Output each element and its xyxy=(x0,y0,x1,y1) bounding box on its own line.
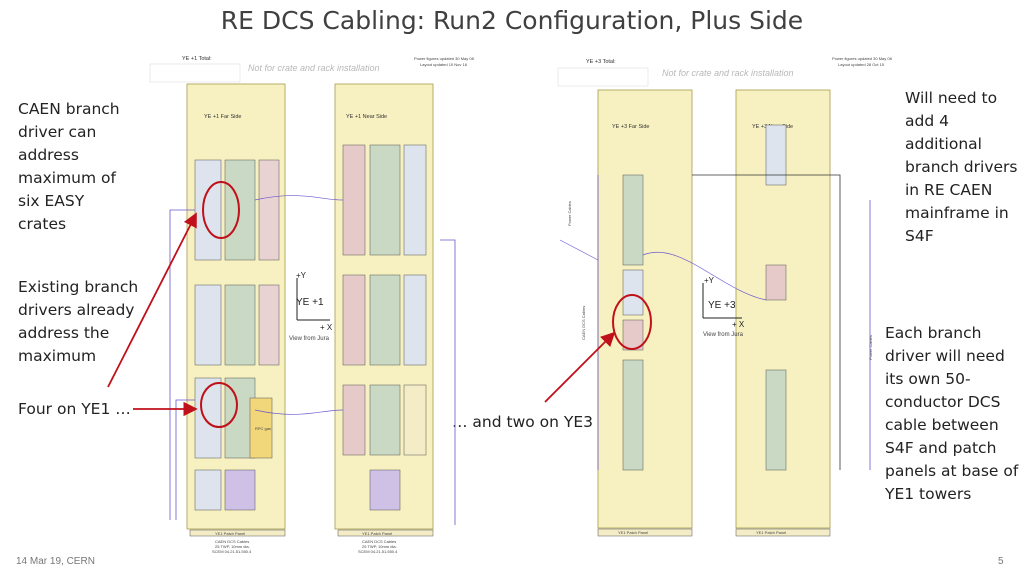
ye3-power-cables-right: Power Cables xyxy=(868,335,873,360)
ye1-near-crate-5 xyxy=(369,274,401,366)
arrow-two-on-ye3 xyxy=(544,331,616,403)
ye3-patch-left-label: YE1 Patch Panel xyxy=(618,530,648,535)
slide-title: RE DCS Cabling: Run2 Configuration, Plus… xyxy=(220,6,804,35)
ye1-rpc-gas-box xyxy=(249,397,273,459)
ye1-near-crate-9 xyxy=(403,384,427,456)
ye1-cable-right-3: SCEM 04.21.51.550.4 xyxy=(358,549,398,554)
ye1-tower-label: YE +1 xyxy=(296,297,324,308)
ye3-patch-panel-right xyxy=(735,528,831,537)
ye1-near-crate-3 xyxy=(403,144,427,256)
ye1-patch-panel-left xyxy=(189,529,286,537)
ye3-patch-right-label: YE1 Patch Panel xyxy=(756,530,786,535)
ye1-lower-highlight xyxy=(200,382,238,428)
ye1-far-crate-7 xyxy=(194,377,222,459)
ye3-cable-3 xyxy=(642,251,767,301)
ye1-layout-note: Layout updated 10 Nov 16 xyxy=(420,62,468,67)
ye1-near-crate-10 xyxy=(369,469,401,511)
ye1-view-label: View from Jura xyxy=(289,336,330,342)
ye1-patch-right-label: YE1 Patch Panel xyxy=(362,531,392,536)
ye3-axis-x-label: + X xyxy=(732,320,745,329)
caen-branch-note: CAEN branch driver can address maximum o… xyxy=(18,100,120,233)
ye3-cable-2 xyxy=(692,174,841,470)
ye1-near-side-label: YE +1 Near Side xyxy=(346,114,387,120)
ye1-not-for-crate: Not for crate and rack installation xyxy=(248,63,380,73)
ye3-total-label: YE +3 Total: xyxy=(586,59,616,65)
four-on-ye1-note: Four on YE1 … xyxy=(18,400,131,418)
two-on-ye3-note: … and two on YE3 xyxy=(452,413,594,431)
ye3-power-note: Power figures updated 30 May 08 xyxy=(832,56,893,61)
ye1-total-table xyxy=(149,63,241,83)
ye1-near-crate-2 xyxy=(369,144,401,256)
ye1-cable-left-2: 25 TWP, 10mm dia. xyxy=(215,544,250,549)
ye3-far-crate-4 xyxy=(622,359,644,471)
ye1-near-crate-4 xyxy=(342,274,366,366)
ye1-patch-left-label: YE1 Patch Panel xyxy=(215,531,245,536)
ye3-highlight xyxy=(612,294,652,350)
ye3-far-side-rack xyxy=(597,89,693,529)
ye3-near-crate-3 xyxy=(765,369,787,471)
ye3-far-crate-2 xyxy=(622,269,644,316)
ye1-diagram: YE +1 Total: Not for crate and rack inst… xyxy=(149,56,475,554)
ye1-cable-4 xyxy=(254,409,344,415)
arrow-existing-to-ye1 xyxy=(107,212,197,388)
ye3-near-crate-1 xyxy=(765,124,787,186)
page-number: 5 xyxy=(998,556,1004,567)
ye1-cable-1 xyxy=(169,209,195,520)
ye3-diagram: YE +3 Total: Not for crate and rack inst… xyxy=(557,56,893,537)
ye1-far-crate-6 xyxy=(258,284,280,366)
ye1-far-crate-3 xyxy=(258,159,280,261)
ye1-rpc-gas: RPC gas xyxy=(255,426,271,431)
ye1-far-crate-9 xyxy=(194,469,222,511)
ye1-upper-highlight xyxy=(202,181,240,239)
ye1-cable-3 xyxy=(254,195,344,201)
ye3-power-cables-left: Power Cables xyxy=(567,201,572,226)
ye3-patch-panel-left xyxy=(597,528,693,537)
ye3-cable-5 xyxy=(559,239,599,261)
ye1-total-label: YE +1 Total: xyxy=(182,56,212,62)
ye1-cable-left: CAEN DCS Cables xyxy=(215,539,249,544)
ye1-far-crate-5 xyxy=(224,284,256,366)
ye3-layout-note: Layout updated 28 Oct 15 xyxy=(838,62,885,67)
ye1-power-note: Power figures updated 30 May 08 xyxy=(414,56,475,61)
ye3-total-table xyxy=(557,67,649,87)
ye1-far-crate-4 xyxy=(194,284,222,366)
ye1-cable-2 xyxy=(175,399,195,520)
ye1-near-crate-7 xyxy=(342,384,366,456)
ye3-tower-label: YE +3 xyxy=(708,300,736,311)
footer-date: 14 Mar 19, CERN xyxy=(16,556,95,567)
ye3-axis-y-label: +Y xyxy=(704,276,715,285)
ye1-near-crate-8 xyxy=(369,384,401,456)
ye1-far-crate-1 xyxy=(194,159,222,261)
ye1-axis-y-label: +Y xyxy=(296,271,307,280)
ye3-near-crate-2 xyxy=(765,264,787,301)
will-need-note: Will need to add 4 additional branch dri… xyxy=(905,89,1018,245)
ye3-far-crate-1 xyxy=(622,174,644,266)
ye3-caen-dcs: CAEN DCS Cables xyxy=(581,306,586,340)
ye1-near-crate-6 xyxy=(403,274,427,366)
ye1-near-crate-1 xyxy=(342,144,366,256)
existing-branch-note: Existing branch drivers already address … xyxy=(18,278,139,365)
ye1-cable-5 xyxy=(440,239,456,525)
ye1-far-side-label: YE +1 Far Side xyxy=(204,114,241,120)
ye1-cable-left-3: SCEM 04.21.51.550.4 xyxy=(212,549,252,554)
ye1-cable-right-2: 25 TWP, 10mm dia. xyxy=(362,544,397,549)
ye3-not-for-crate: Not for crate and rack installation xyxy=(662,68,794,78)
ye1-axis-x-label: + X xyxy=(320,323,333,332)
ye3-far-crate-3 xyxy=(622,319,644,351)
each-branch-note: Each branch driver will need its own 50-… xyxy=(885,324,1019,503)
ye3-far-side-label: YE +3 Far Side xyxy=(612,124,649,130)
ye3-view-label: View from Jura xyxy=(703,332,744,338)
ye1-cable-right: CAEN DCS Cables xyxy=(362,539,396,544)
ye1-patch-panel-right xyxy=(337,529,434,537)
ye1-far-crate-10 xyxy=(224,469,256,511)
